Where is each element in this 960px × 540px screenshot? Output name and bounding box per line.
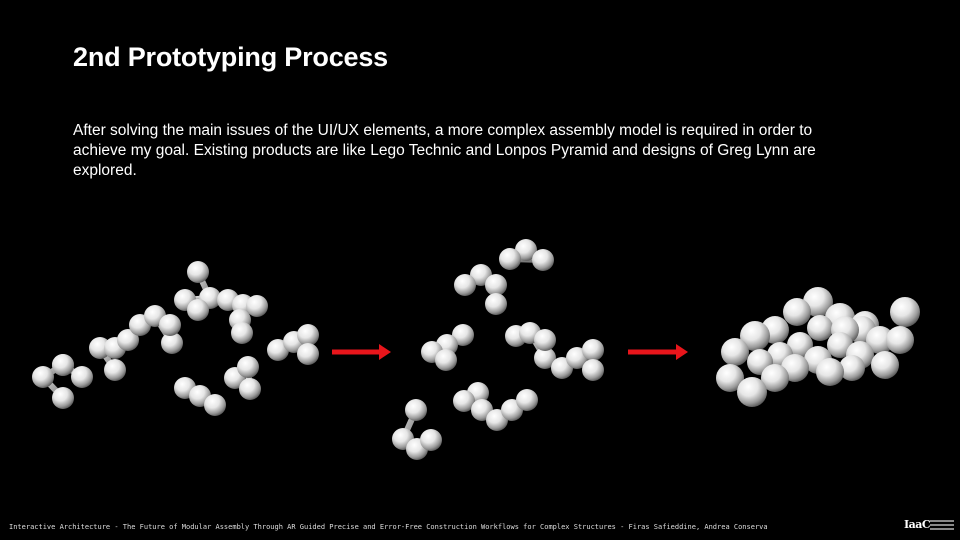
sphere-piece	[229, 309, 253, 344]
logo-subtext-lines	[930, 520, 954, 532]
sphere-piece	[224, 356, 261, 400]
sphere-piece	[453, 382, 538, 431]
sphere-piece	[52, 354, 93, 388]
sphere-piece	[551, 339, 604, 381]
assembled-cluster-group	[716, 287, 920, 407]
sphere-piece	[217, 289, 268, 317]
footer-credits: Interactive Architecture - The Future of…	[9, 523, 768, 531]
slide-body-text: After solving the main issues of the UI/…	[73, 122, 816, 179]
red-arrow-icon	[628, 344, 688, 360]
assembled-cluster	[716, 287, 920, 407]
prototype-process-figure	[32, 239, 920, 460]
sphere-piece	[174, 377, 226, 416]
red-arrow-icon	[332, 344, 391, 360]
partially-connected-pieces-group	[392, 239, 604, 460]
iaac-logo-icon: IaaC	[904, 518, 954, 534]
sphere-piece	[174, 261, 221, 321]
slide-title: 2nd Prototyping Process	[73, 42, 388, 72]
sphere-piece	[104, 329, 139, 359]
sphere-piece	[267, 324, 319, 365]
sphere-piece	[421, 324, 474, 371]
scattered-pieces-group	[32, 261, 319, 416]
sphere-piece	[454, 264, 507, 315]
sphere-piece	[392, 399, 442, 460]
logo-mark: IaaC	[904, 518, 931, 531]
sphere-piece	[505, 322, 556, 369]
sphere-piece	[499, 239, 554, 271]
sphere-piece	[129, 305, 183, 354]
